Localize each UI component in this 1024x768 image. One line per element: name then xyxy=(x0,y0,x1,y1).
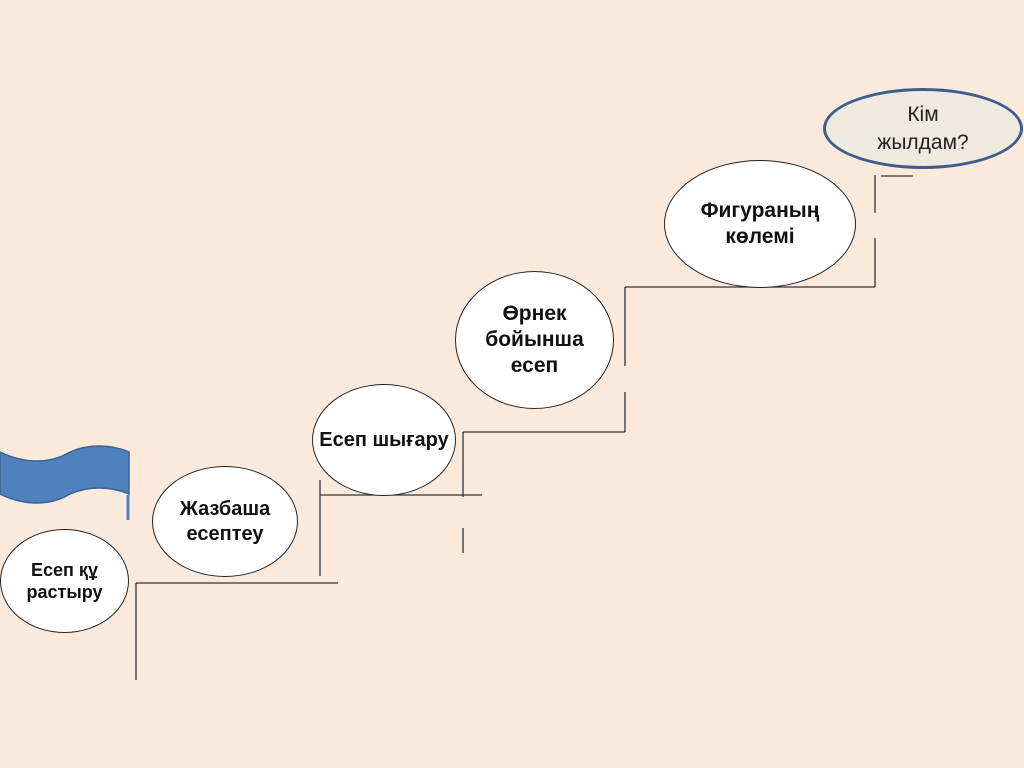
step-bubble-1: Есеп құ растыру xyxy=(0,529,129,633)
step-label: Жазбаша есептеу xyxy=(179,497,271,545)
step-bubble-2: Жазбаша есептеу xyxy=(152,466,298,577)
goal-bubble: Кім жылдам? xyxy=(823,88,1023,169)
step-bubble-4: Өрнек бойынша есеп xyxy=(455,271,614,409)
step-label: Фигураның көлемі xyxy=(700,198,820,248)
flag-icon xyxy=(0,445,130,520)
step-label: Есеп шығару xyxy=(319,428,449,451)
step-label: Өрнек бойынша есеп xyxy=(485,301,584,378)
step-label: Есеп құ растыру xyxy=(26,559,103,603)
step-bubble-3: Есеп шығару xyxy=(312,384,456,496)
step-bubble-5: Фигураның көлемі xyxy=(664,160,856,288)
goal-label: Кім жылдам? xyxy=(877,103,969,154)
